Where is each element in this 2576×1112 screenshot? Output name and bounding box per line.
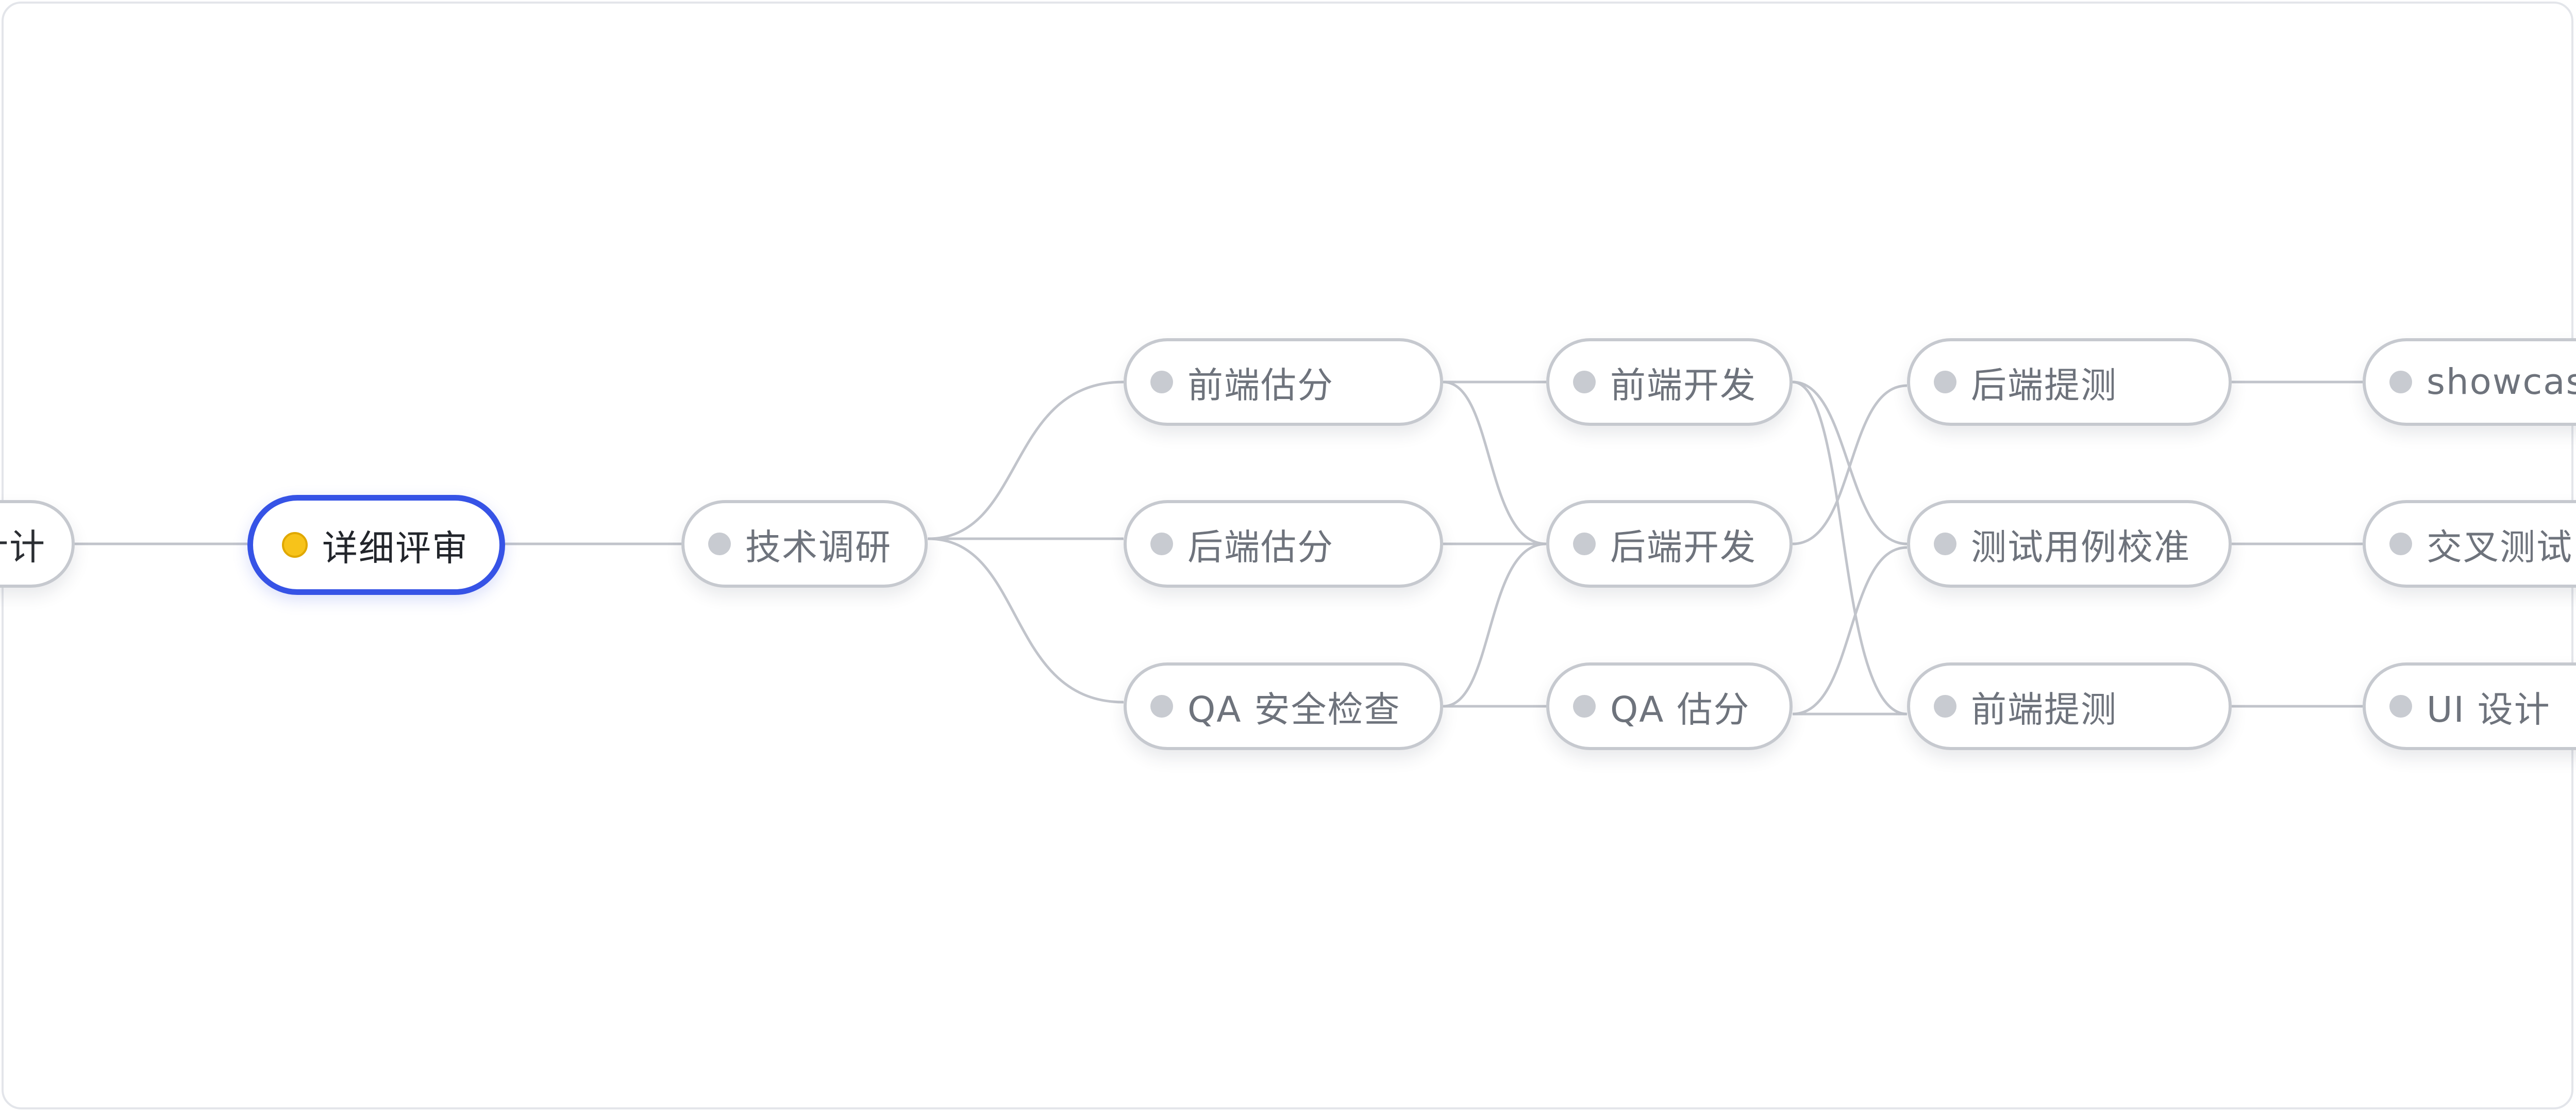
node-label: QA 估分 [1610, 689, 1750, 731]
node-label: UI 设计 [2427, 689, 2551, 731]
node-label: 后端开发 [1610, 527, 1757, 568]
node-cross-test[interactable]: 交叉测试 [2363, 500, 2576, 588]
node-qa-estimate[interactable]: QA 估分 [1546, 662, 1793, 750]
node-ui-design[interactable]: UI 设计 [2363, 662, 2576, 750]
node-test-case-calibration[interactable]: 测试用例校准 [1907, 500, 2232, 588]
status-dot-icon [1573, 695, 1596, 718]
edge-be-dev-be-test [1792, 384, 1908, 545]
edge-fe-est-be-dev [1443, 380, 1547, 545]
node-fe-estimate[interactable]: 前端估分 [1124, 338, 1443, 426]
status-dot-icon [1150, 371, 1173, 393]
node-label: 技术调研 [745, 527, 892, 568]
node-label: 后端估分 [1187, 527, 1334, 568]
node-label: 交叉测试 [2427, 527, 2573, 568]
status-dot-icon [1150, 695, 1173, 718]
status-dot-icon [1573, 533, 1596, 555]
edge-qa-sec-be-dev [1443, 542, 1547, 708]
node-prev-design[interactable]: 设计计 [0, 500, 75, 588]
edge-research-qa-sec [927, 537, 1124, 704]
node-be-dev[interactable]: 后端开发 [1546, 500, 1793, 588]
status-dot-icon [2389, 371, 2412, 393]
node-label: 测试用例校准 [1971, 527, 2190, 568]
status-dot-icon [708, 533, 731, 555]
node-detailed-review[interactable]: 详细评审 [247, 495, 505, 595]
status-dot-icon [1934, 695, 1956, 718]
node-be-submit-test[interactable]: 后端提测 [1907, 338, 2232, 426]
edge-research-fe-est [927, 380, 1124, 540]
node-fe-dev[interactable]: 前端开发 [1546, 338, 1793, 426]
status-dot-icon [1150, 533, 1173, 555]
node-label: QA 安全检查 [1187, 689, 1401, 731]
node-label: 详细评审 [322, 528, 469, 569]
node-qa-security-check[interactable]: QA 安全检查 [1124, 662, 1443, 750]
node-showcase[interactable]: showcase [2363, 338, 2576, 426]
edge-fe-dev-tc-cal [1792, 380, 1908, 545]
node-fe-submit-test[interactable]: 前端提测 [1907, 662, 2232, 750]
status-dot-icon [1573, 371, 1596, 393]
status-dot-icon [2389, 533, 2412, 555]
edge-fe-dev-fe-test [1792, 380, 1908, 716]
status-dot-icon [2389, 695, 2412, 718]
status-dot-icon [282, 532, 308, 558]
node-be-estimate[interactable]: 后端估分 [1124, 500, 1443, 588]
status-dot-icon [1934, 533, 1956, 555]
status-dot-icon [1934, 371, 1956, 393]
node-label: 前端提测 [1971, 689, 2117, 731]
node-label: 设计计 [0, 527, 46, 568]
node-label: 前端估分 [1187, 365, 1334, 406]
node-tech-research[interactable]: 技术调研 [681, 500, 928, 588]
node-label: showcase [2427, 361, 2576, 403]
edge-qa-est-tc-cal [1792, 546, 1908, 716]
node-label: 前端开发 [1610, 365, 1757, 406]
node-label: 后端提测 [1971, 365, 2117, 406]
